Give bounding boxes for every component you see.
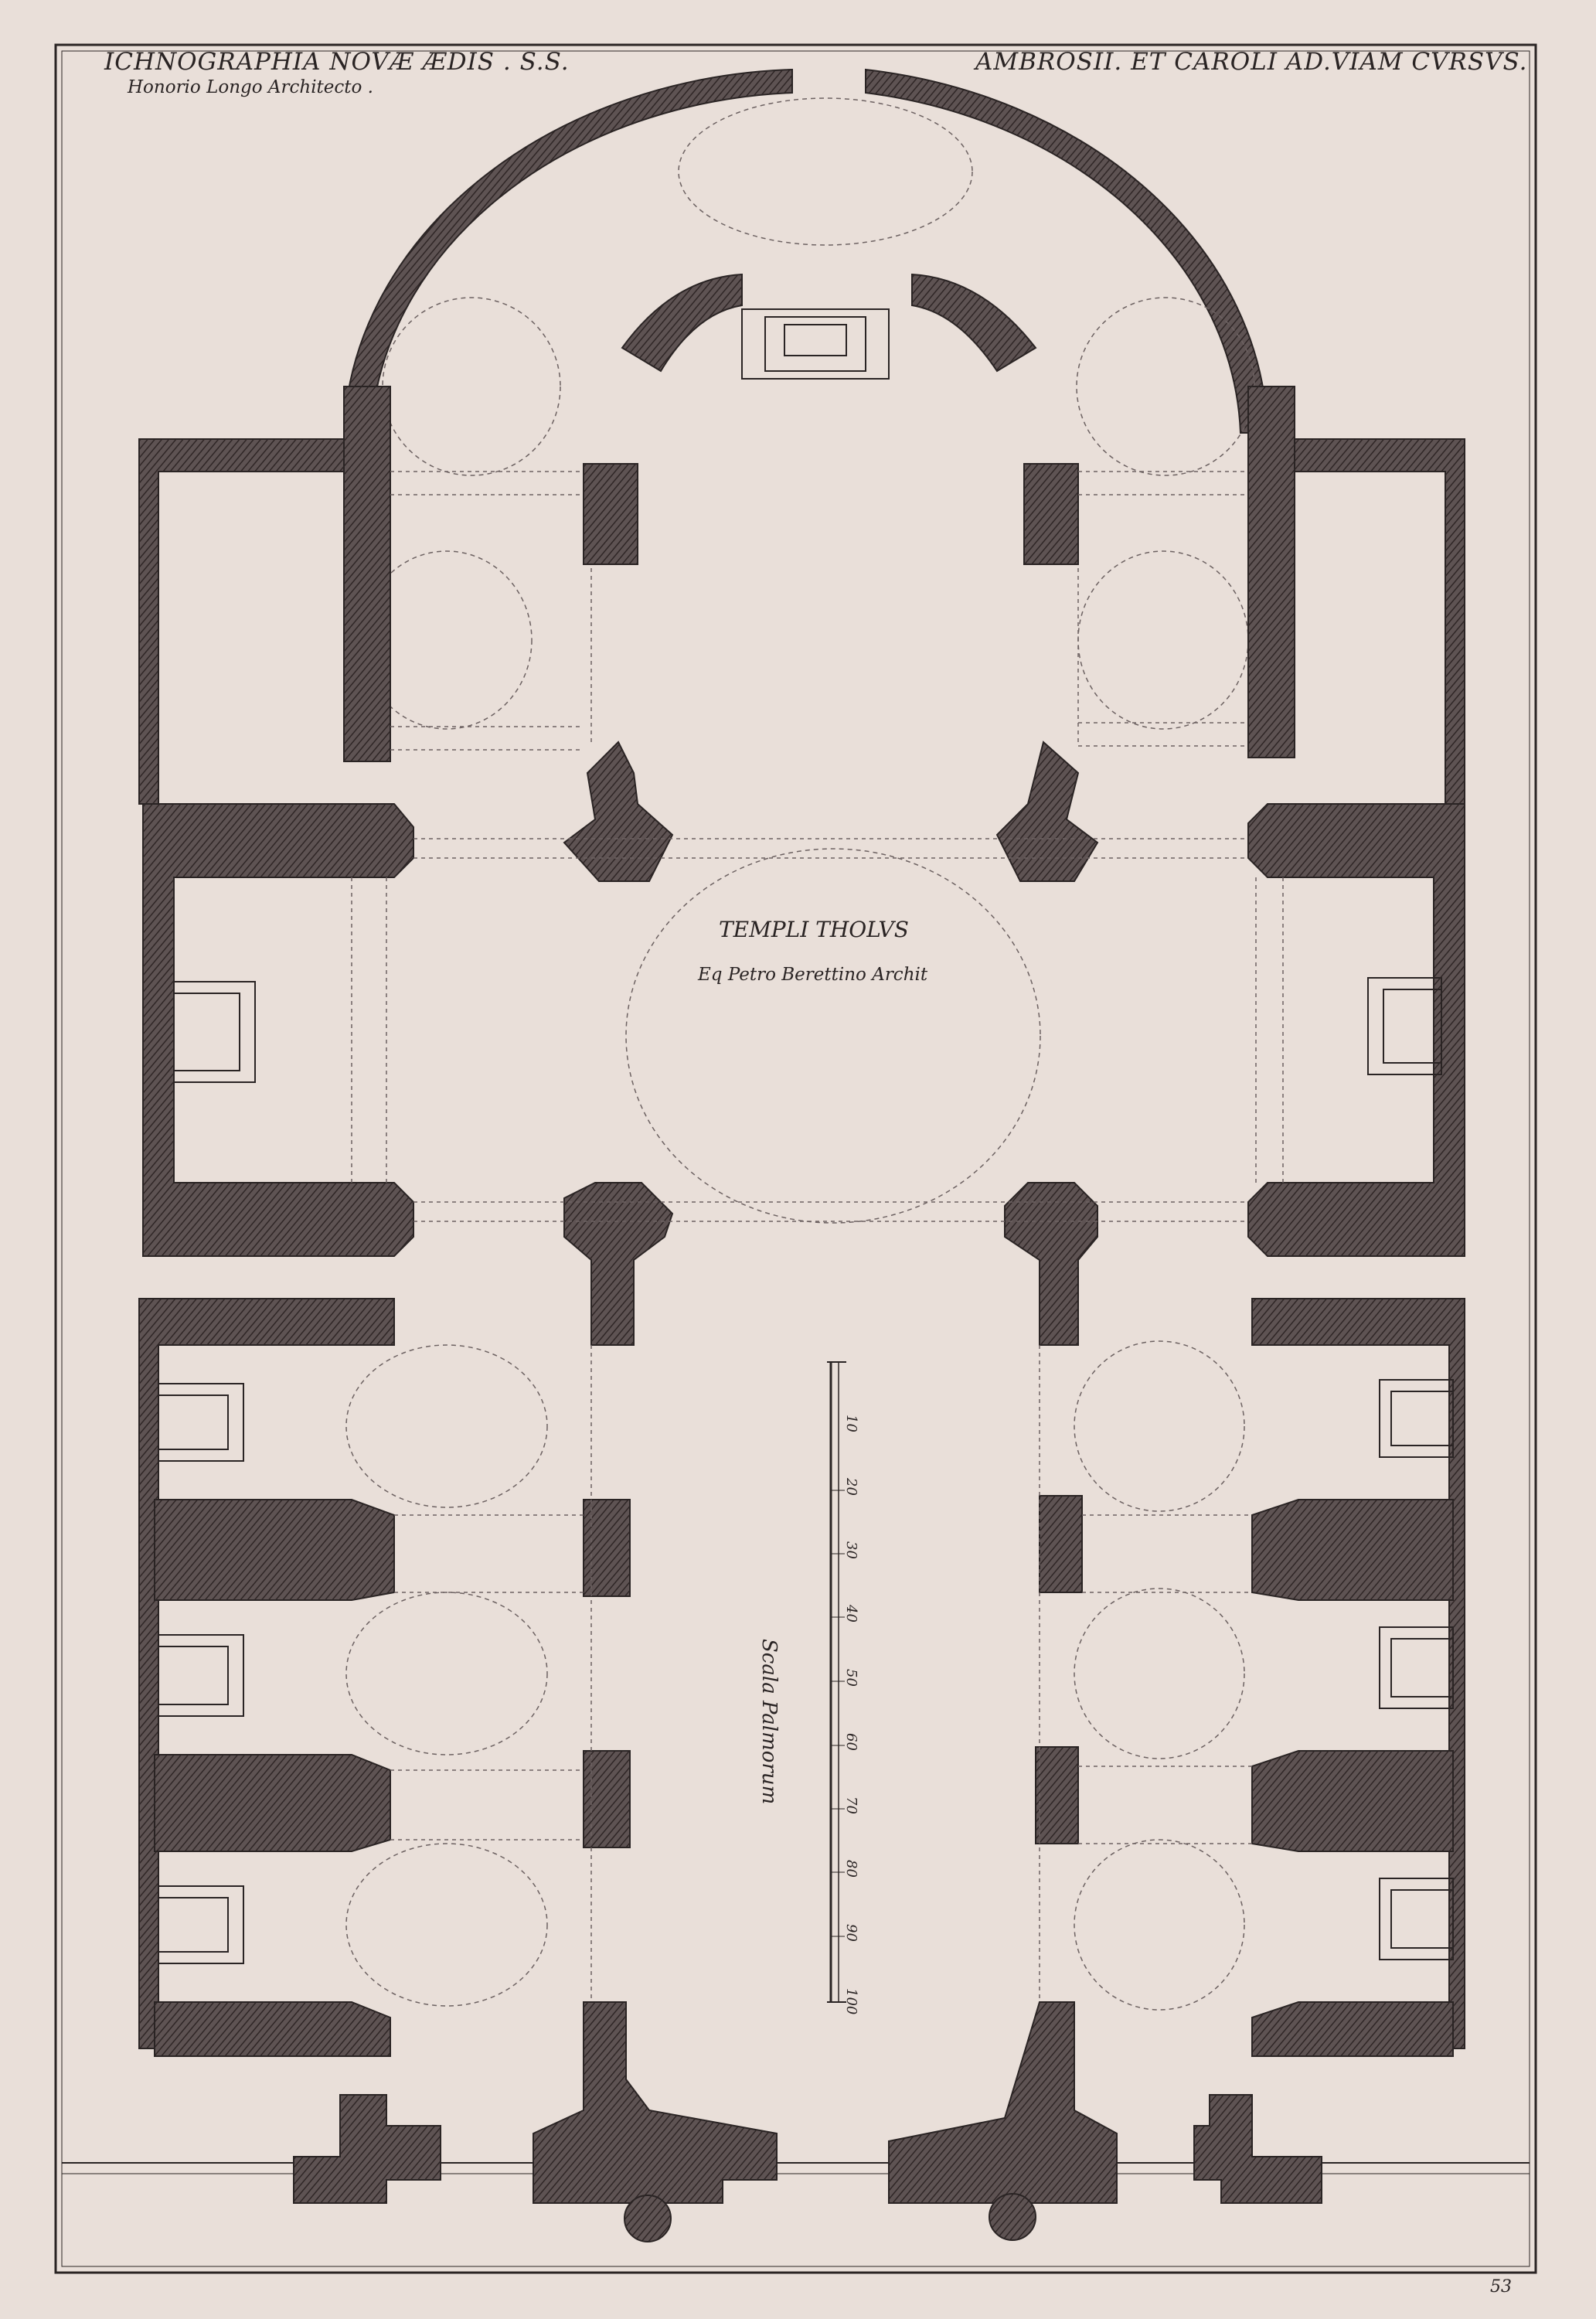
transept-walls bbox=[138, 386, 1465, 1257]
scale-tick-label: 20 bbox=[843, 1478, 859, 1496]
plate-title-left: ICHNOGRAPHIA NOVÆ ÆDIS . S.S. bbox=[104, 48, 570, 76]
plate-border bbox=[54, 43, 1537, 2274]
scale-tick-label: 90 bbox=[843, 1924, 859, 1942]
scale-tick-label: 50 bbox=[843, 1669, 859, 1687]
side-altars bbox=[158, 977, 1454, 1964]
scale-label: Scala Palmorum bbox=[757, 1639, 781, 1805]
scale-tick-label: 100 bbox=[843, 1988, 859, 2015]
apse-walls bbox=[342, 68, 1269, 434]
chapel-walls bbox=[138, 1298, 1465, 2057]
page-number: 53 bbox=[1490, 2277, 1512, 2297]
plate-inner-border bbox=[61, 50, 1530, 2267]
scale-tick-label: 70 bbox=[843, 1796, 859, 1814]
dome-title: TEMPLI THOLVS bbox=[719, 917, 909, 942]
scale-tick-label: 80 bbox=[843, 1860, 859, 1878]
apse-vault-lines bbox=[345, 97, 1255, 2011]
architect-credit: Honorio Longo Architecto . bbox=[128, 77, 373, 97]
scale-tick-label: 60 bbox=[843, 1733, 859, 1751]
dome-architect-credit: Eq Petro Berettino Archit bbox=[698, 965, 928, 985]
scale-tick-label: 30 bbox=[843, 1541, 859, 1559]
scale-tick-label: 40 bbox=[843, 1605, 859, 1623]
main-altar bbox=[741, 308, 890, 380]
facade-walls bbox=[293, 2001, 1322, 2242]
construction-lines bbox=[351, 471, 1284, 2002]
nave-piers bbox=[563, 463, 1099, 1848]
scale-bar bbox=[827, 1361, 846, 2003]
plate-title-right: AMBROSII. ET CAROLI AD.VIAM CVRSVS. bbox=[975, 48, 1528, 76]
scale-tick-label: 10 bbox=[843, 1415, 859, 1432]
